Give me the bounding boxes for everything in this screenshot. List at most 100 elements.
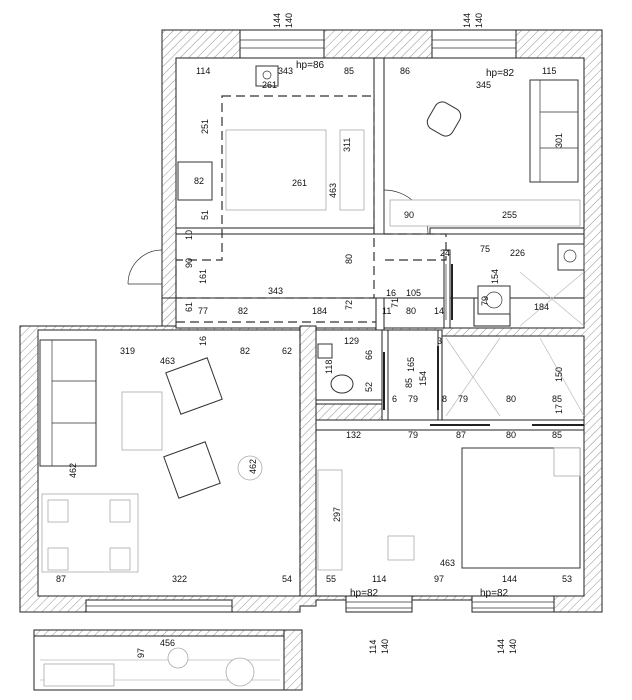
dim-text: 52 bbox=[364, 382, 374, 392]
dim-text: 16 bbox=[386, 288, 396, 298]
dim-text: 82 bbox=[238, 306, 248, 316]
dim-text: 144 bbox=[272, 13, 282, 28]
dim-text: 82 bbox=[240, 346, 250, 356]
bed-icon bbox=[461, 447, 581, 569]
dim-text: 79 bbox=[480, 296, 490, 306]
dim-text: 301 bbox=[554, 133, 564, 148]
dim-text: 154 bbox=[418, 371, 428, 386]
dim-text: 75 bbox=[480, 244, 490, 254]
dim-text: 165 bbox=[406, 357, 416, 372]
dim-text: 10 bbox=[184, 230, 194, 240]
sofa-icon bbox=[529, 79, 579, 183]
dim-text: 85 bbox=[552, 430, 562, 440]
dim-text: 261 bbox=[292, 178, 307, 188]
dashed-outlines bbox=[175, 95, 447, 596]
dim-text: 97 bbox=[136, 648, 146, 658]
dim-text: 184 bbox=[534, 302, 549, 312]
dim-text: 140 bbox=[284, 13, 294, 28]
dim-text: 129 bbox=[344, 336, 359, 346]
dim-text: 8 bbox=[442, 394, 447, 404]
dim-text: 118 bbox=[324, 360, 334, 374]
dim-text: 77 bbox=[198, 306, 208, 316]
window-top-right bbox=[431, 29, 517, 59]
dim-text: 140 bbox=[474, 13, 484, 28]
dim-text: 72 bbox=[344, 300, 354, 310]
dim-text: 61 bbox=[184, 302, 194, 312]
dim-text: 297 bbox=[332, 507, 342, 522]
sofa-icon bbox=[39, 339, 97, 467]
doors bbox=[127, 189, 584, 426]
dim-text: 24 bbox=[440, 248, 450, 258]
dim-text: 71 bbox=[390, 298, 400, 308]
dim-text: 79 bbox=[458, 394, 468, 404]
dim-text: 86 bbox=[400, 66, 410, 76]
basin-icon bbox=[317, 343, 333, 359]
dim-text: 140 bbox=[380, 639, 390, 654]
dim-text: 55 bbox=[326, 574, 336, 584]
dim-text: 85 bbox=[344, 66, 354, 76]
dim-text: 463 bbox=[328, 183, 338, 198]
dim-text: 17 bbox=[554, 404, 564, 414]
hp-label: hp=82 bbox=[486, 68, 515, 79]
dim-text: 90 bbox=[184, 258, 194, 268]
armchair-icon bbox=[163, 441, 221, 499]
hp-label: hp=82 bbox=[480, 588, 509, 599]
dim-text: 150 bbox=[554, 367, 564, 382]
dim-text: 6 bbox=[392, 394, 397, 404]
dim-text: 85 bbox=[404, 378, 414, 388]
dim-text: 184 bbox=[312, 306, 327, 316]
dim-text: 462 bbox=[248, 459, 258, 474]
dim-text: 463 bbox=[160, 356, 175, 366]
dim-text: 154 bbox=[490, 269, 500, 284]
dim-text: 114 bbox=[196, 66, 210, 76]
dim-text: 463 bbox=[440, 558, 455, 568]
dim-text: 66 bbox=[364, 350, 374, 360]
dim-text: 343 bbox=[268, 286, 283, 296]
dim-text: 79 bbox=[408, 394, 418, 404]
dim-text: 90 bbox=[404, 210, 414, 220]
dim-text: 114 bbox=[368, 640, 378, 654]
dim-text: 85 bbox=[552, 394, 562, 404]
armchair-icon bbox=[165, 357, 223, 415]
dim-text: 79 bbox=[408, 430, 418, 440]
balcony bbox=[33, 629, 303, 691]
dim-text: 80 bbox=[506, 394, 516, 404]
dim-text: 87 bbox=[56, 574, 66, 584]
dim-text: 11 bbox=[382, 306, 391, 316]
chair-icon bbox=[426, 101, 462, 137]
dim-text: 343 bbox=[278, 66, 293, 76]
dim-text: 105 bbox=[406, 288, 421, 298]
dim-text: 53 bbox=[562, 574, 572, 584]
dim-text: 16 bbox=[198, 336, 208, 346]
dim-text: 462 bbox=[68, 463, 78, 478]
hp-label: hp=86 bbox=[296, 60, 325, 71]
window-top-left bbox=[239, 29, 325, 59]
dim-text: 87 bbox=[456, 430, 466, 440]
dim-text: 144 bbox=[462, 13, 472, 28]
dim-text: 144 bbox=[502, 574, 517, 584]
dim-text: 322 bbox=[172, 574, 187, 584]
dim-text: 319 bbox=[120, 346, 135, 356]
dim-text: 132 bbox=[346, 430, 361, 440]
dim-text: 51 bbox=[200, 210, 210, 220]
window-annotations: 144 140 144 140 hp=86 hp=82 hp=82 hp=82 … bbox=[272, 13, 518, 654]
dim-text: 161 bbox=[198, 269, 208, 284]
dim-text: 62 bbox=[282, 346, 292, 356]
dimension-labels: 114 343 85 261 251 311 261 463 82 51 86 … bbox=[56, 66, 572, 658]
dim-text: 14 bbox=[434, 306, 444, 316]
dim-text: 251 bbox=[200, 119, 210, 134]
sink-icon bbox=[255, 65, 279, 87]
dim-text: 345 bbox=[476, 80, 491, 90]
dim-text: 456 bbox=[160, 638, 175, 648]
dim-text: 82 bbox=[194, 176, 204, 186]
dim-text: 115 bbox=[542, 66, 556, 76]
dim-text: 80 bbox=[406, 306, 416, 316]
furniture bbox=[39, 65, 585, 573]
dim-text: 255 bbox=[502, 210, 517, 220]
dim-text: 261 bbox=[262, 80, 277, 90]
toilet-icon bbox=[330, 374, 354, 394]
dim-text: 54 bbox=[282, 574, 292, 584]
dim-text: 140 bbox=[508, 639, 518, 654]
windows bbox=[85, 29, 555, 613]
